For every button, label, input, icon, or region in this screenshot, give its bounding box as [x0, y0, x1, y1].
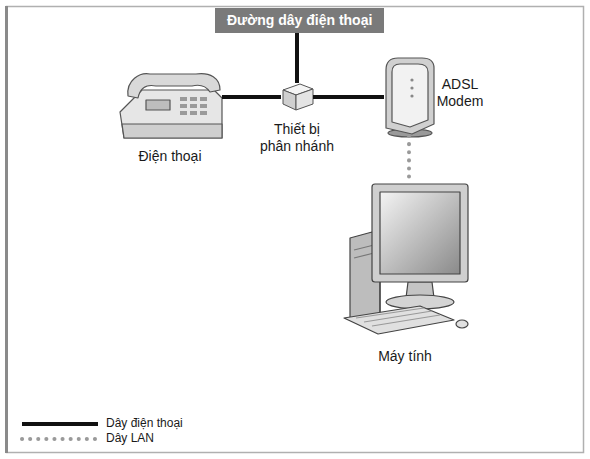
legend-line	[22, 422, 98, 426]
lan-cable	[407, 136, 411, 182]
telephone-icon	[128, 74, 220, 98]
phone-cable	[222, 95, 281, 99]
modem-icon	[410, 86, 413, 89]
computer-icon	[364, 311, 432, 322]
telephone-icon	[180, 97, 187, 101]
device-label: Điện thoại	[138, 148, 201, 165]
modem-icon	[392, 64, 428, 127]
band-title: Đường dây điện thoại	[227, 12, 372, 29]
telephone-icon	[146, 100, 170, 110]
frame	[5, 6, 8, 453]
telephone: Điện thoại	[118, 68, 222, 142]
label-holder: ADSL Modem	[434, 76, 486, 110]
modem-icon	[386, 58, 434, 137]
legend-sample	[20, 419, 100, 429]
computer-icon	[372, 315, 440, 326]
modem-icon	[410, 94, 413, 97]
telephone-icon	[200, 97, 207, 101]
line-band: Đường dây điện thoại	[215, 8, 384, 33]
telephone-icon	[180, 104, 187, 108]
frame	[7, 7, 584, 453]
legend-row: Dây LAN	[20, 431, 183, 446]
telephone-icon	[190, 97, 197, 101]
splitter-icon	[283, 90, 296, 110]
computer-icon	[380, 192, 460, 274]
telephone-icon	[200, 111, 207, 115]
telephone-icon	[122, 124, 222, 138]
legend-text: Dây LAN	[106, 431, 154, 445]
splitter-icon	[283, 84, 313, 110]
legend-line	[22, 437, 98, 441]
telephone-icon	[200, 104, 207, 108]
computer-icon	[372, 184, 468, 282]
legend-sample	[20, 434, 100, 444]
modem-icon	[386, 58, 434, 134]
modem-icon	[410, 78, 413, 81]
telephone-icon	[190, 104, 197, 108]
computer-icon	[456, 320, 468, 328]
computer-icon	[354, 253, 374, 258]
device-label: ADSL Modem	[434, 76, 486, 110]
computer: Máy tính	[338, 182, 472, 340]
frame	[7, 6, 584, 453]
adsl-modem: ADSL Modem	[384, 56, 434, 136]
computer-icon	[344, 184, 468, 334]
legend-text: Dây điện thoại	[106, 416, 183, 430]
splitter-icon	[296, 89, 313, 110]
splitter: Thiết bị phân nhánh	[281, 83, 313, 111]
telephone-icon	[180, 111, 187, 115]
label-holder: Điện thoại	[138, 148, 201, 165]
legend: Dây điện thoạiDây LAN	[20, 416, 183, 446]
phone-cable	[295, 33, 299, 83]
computer-icon	[356, 308, 424, 318]
computer-icon	[354, 245, 374, 250]
device-label: Thiết bị phân nhánh	[258, 121, 336, 155]
phone-cable	[313, 95, 384, 99]
legend-row: Dây điện thoại	[20, 416, 183, 431]
computer-icon	[344, 306, 454, 334]
label-holder: Thiết bị phân nhánh	[258, 121, 336, 155]
telephone-icon	[120, 74, 222, 138]
label-holder: Máy tính	[378, 348, 432, 365]
device-label: Máy tính	[378, 348, 432, 365]
telephone-icon	[190, 111, 197, 115]
